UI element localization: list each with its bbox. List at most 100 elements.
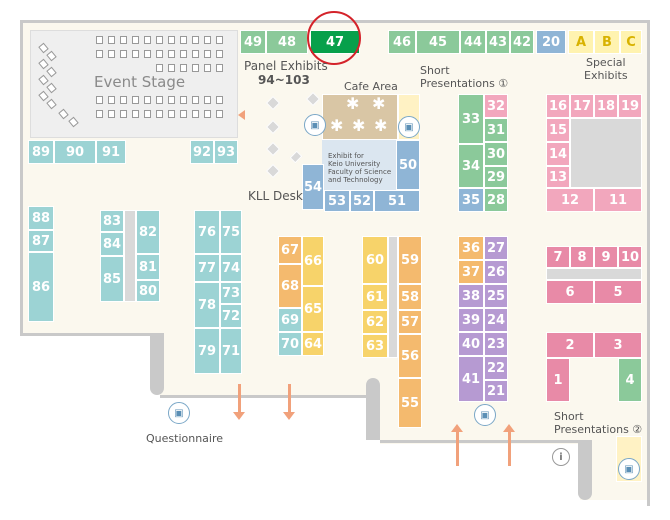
booth-36[interactable]: 36 xyxy=(458,236,484,260)
booth-59[interactable]: 59 xyxy=(398,236,422,284)
booth-83[interactable]: 83 xyxy=(100,210,124,232)
questionnaire-screen-icon[interactable]: ▣ xyxy=(168,402,190,424)
booth-53[interactable]: 53 xyxy=(324,190,350,212)
booth-58[interactable]: 58 xyxy=(398,284,422,310)
booth-61[interactable]: 61 xyxy=(362,284,388,310)
booth-28[interactable]: 28 xyxy=(484,188,508,212)
booth-49[interactable]: 49 xyxy=(240,30,266,54)
booth-72[interactable]: 72 xyxy=(220,304,242,328)
booth-75[interactable]: 75 xyxy=(220,210,242,254)
booth-21[interactable]: 21 xyxy=(484,380,508,402)
booth-40[interactable]: 40 xyxy=(458,332,484,356)
booth-24[interactable]: 24 xyxy=(484,308,508,332)
booth-41[interactable]: 41 xyxy=(458,356,484,402)
booth-29[interactable]: 29 xyxy=(484,166,508,188)
cafe-seat-icon: ✱ xyxy=(372,94,386,113)
booth-90[interactable]: 90 xyxy=(54,140,96,164)
booth-C[interactable]: C xyxy=(620,30,642,54)
booth-43[interactable]: 43 xyxy=(486,30,510,54)
booth-79[interactable]: 79 xyxy=(194,328,220,374)
booth-47[interactable]: 47 xyxy=(310,30,360,54)
booth-76[interactable]: 76 xyxy=(194,210,220,254)
booth-27[interactable]: 27 xyxy=(484,236,508,260)
booth-80[interactable]: 80 xyxy=(136,280,160,302)
booth-37[interactable]: 37 xyxy=(458,260,484,284)
booth-8[interactable]: 8 xyxy=(570,246,594,268)
booth-93[interactable]: 93 xyxy=(214,140,238,164)
booth-20[interactable]: 20 xyxy=(536,30,566,54)
booth-15[interactable]: 15 xyxy=(546,118,570,142)
booth-14[interactable]: 14 xyxy=(546,142,570,166)
booth-92[interactable]: 92 xyxy=(190,140,214,164)
booth-69[interactable]: 69 xyxy=(278,308,302,332)
booth-46[interactable]: 46 xyxy=(388,30,416,54)
booth-33[interactable]: 33 xyxy=(458,94,484,144)
booth-7[interactable]: 7 xyxy=(546,246,570,268)
booth-70[interactable]: 70 xyxy=(278,332,302,356)
booth-26[interactable]: 26 xyxy=(484,260,508,284)
booth-2[interactable]: 2 xyxy=(546,332,594,358)
booth-74[interactable]: 74 xyxy=(220,254,242,282)
booth-77[interactable]: 77 xyxy=(194,254,220,282)
booth-50[interactable]: 50 xyxy=(396,140,420,190)
booth-10[interactable]: 10 xyxy=(618,246,642,268)
booth-55[interactable]: 55 xyxy=(398,378,422,428)
booth-9[interactable]: 9 xyxy=(594,246,618,268)
booth-3[interactable]: 3 xyxy=(594,332,642,358)
booth-65[interactable]: 65 xyxy=(302,286,324,332)
booth-42[interactable]: 42 xyxy=(510,30,534,54)
booth-54[interactable]: 54 xyxy=(302,164,324,210)
booth-89[interactable]: 89 xyxy=(28,140,54,164)
booth-66[interactable]: 66 xyxy=(302,236,324,286)
booth-85[interactable]: 85 xyxy=(100,256,124,302)
booth-63[interactable]: 63 xyxy=(362,334,388,358)
booth-88[interactable]: 88 xyxy=(28,206,54,230)
booth-31[interactable]: 31 xyxy=(484,118,508,142)
booth-60[interactable]: 60 xyxy=(362,236,388,284)
booth-22[interactable]: 22 xyxy=(484,356,508,380)
booth-35[interactable]: 35 xyxy=(458,188,484,212)
booth-64[interactable]: 64 xyxy=(302,332,324,356)
booth-78[interactable]: 78 xyxy=(194,282,220,328)
booth-48[interactable]: 48 xyxy=(266,30,308,54)
booth-6[interactable]: 6 xyxy=(546,280,594,304)
booth-44[interactable]: 44 xyxy=(460,30,486,54)
booth-84[interactable]: 84 xyxy=(100,232,124,256)
booth-71[interactable]: 71 xyxy=(220,328,242,374)
booth-B[interactable]: B xyxy=(594,30,620,54)
booth-19[interactable]: 19 xyxy=(618,94,642,118)
booth-34[interactable]: 34 xyxy=(458,144,484,188)
booth-87[interactable]: 87 xyxy=(28,230,54,252)
booth-73[interactable]: 73 xyxy=(220,282,242,304)
booth-68[interactable]: 68 xyxy=(278,264,302,308)
booth-39[interactable]: 39 xyxy=(458,308,484,332)
booth-86[interactable]: 86 xyxy=(28,252,54,322)
booth-23[interactable]: 23 xyxy=(484,332,508,356)
booth-32[interactable]: 32 xyxy=(484,94,508,118)
booth-56[interactable]: 56 xyxy=(398,334,422,378)
booth-45[interactable]: 45 xyxy=(416,30,460,54)
booth-13[interactable]: 13 xyxy=(546,166,570,188)
booth-81[interactable]: 81 xyxy=(136,254,160,280)
booth-67[interactable]: 67 xyxy=(278,236,302,264)
presentation-screen-icon: ▣ xyxy=(474,404,496,426)
booth-30[interactable]: 30 xyxy=(484,142,508,166)
booth-17[interactable]: 17 xyxy=(570,94,594,118)
booth-4[interactable]: 4 xyxy=(618,358,642,402)
booth-52[interactable]: 52 xyxy=(350,190,374,212)
booth-25[interactable]: 25 xyxy=(484,284,508,308)
booth-91[interactable]: 91 xyxy=(96,140,126,164)
booth-18[interactable]: 18 xyxy=(594,94,618,118)
booth-62[interactable]: 62 xyxy=(362,310,388,334)
booth-57[interactable]: 57 xyxy=(398,310,422,334)
booth-1[interactable]: 1 xyxy=(546,358,570,402)
info-icon[interactable]: i xyxy=(552,448,570,466)
booth-82[interactable]: 82 xyxy=(136,210,160,254)
booth-A[interactable]: A xyxy=(568,30,594,54)
booth-12[interactable]: 12 xyxy=(546,188,594,212)
booth-38[interactable]: 38 xyxy=(458,284,484,308)
booth-16[interactable]: 16 xyxy=(546,94,570,118)
booth-5[interactable]: 5 xyxy=(594,280,642,304)
booth-11[interactable]: 11 xyxy=(594,188,642,212)
booth-51[interactable]: 51 xyxy=(374,190,420,212)
